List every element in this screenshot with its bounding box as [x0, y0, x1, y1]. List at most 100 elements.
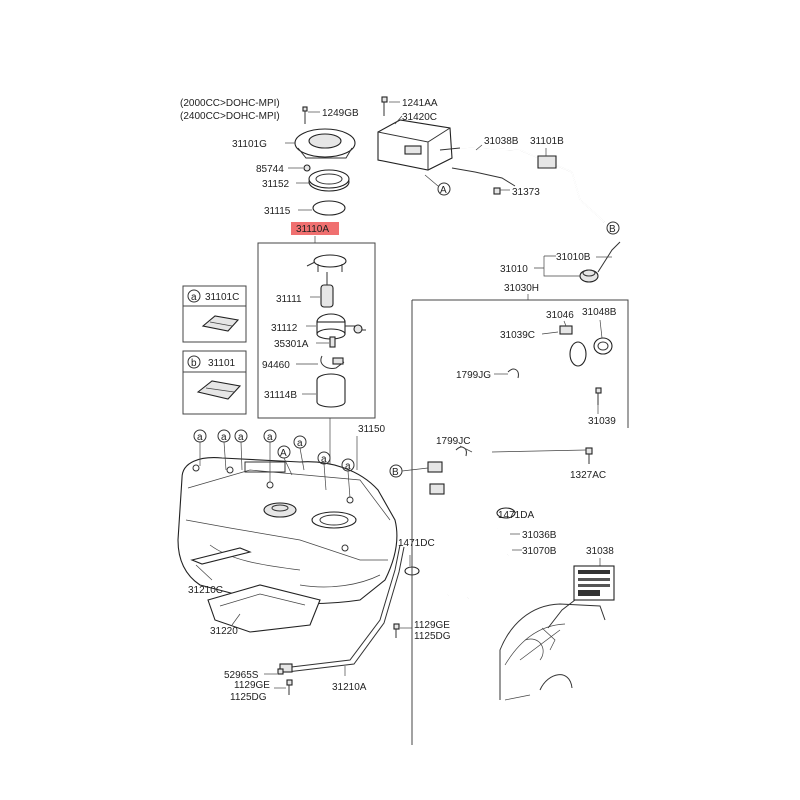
- tank-band-31210a: [279, 544, 405, 673]
- bolt-1129ge-1125dg-mid: [393, 623, 400, 638]
- label-31101c: 31101C: [205, 292, 239, 303]
- label-31115: 31115: [264, 206, 291, 217]
- label-1129ge-mid: 1129GE: [414, 620, 450, 631]
- label-31150: 31150: [358, 424, 386, 435]
- svg-text:A: A: [280, 448, 287, 459]
- label-1249gb: 1249GB: [322, 108, 359, 119]
- callout-b-filler: B: [389, 464, 429, 478]
- svg-text:A: A: [440, 185, 447, 196]
- label-31046: 31046: [546, 310, 574, 321]
- svg-text:B: B: [609, 224, 616, 235]
- clip-85744: [303, 164, 311, 172]
- lock-ring-31152: [308, 169, 350, 192]
- bracket-31101b: [537, 155, 557, 169]
- label-31373: 31373: [512, 187, 540, 198]
- bolt-52965s: [277, 668, 284, 675]
- engine-note-2400cc: (2400CC>DOHC-MPI): [180, 111, 280, 122]
- bolt-31039: [595, 387, 602, 405]
- tank-band-31210c: [190, 547, 252, 565]
- label-1471dc: 1471DC: [398, 538, 435, 549]
- label-31038b: 31038B: [484, 136, 519, 147]
- svg-text:a: a: [345, 461, 351, 472]
- hose-31070b: [464, 552, 512, 601]
- label-31112: 31112: [271, 323, 298, 334]
- label-1125dg-mid: 1125DG: [414, 631, 451, 642]
- label-31039: 31039: [588, 416, 616, 427]
- svg-text:a: a: [238, 432, 244, 443]
- label-35301a: 35301A: [274, 339, 309, 350]
- clip-1799jg: [507, 368, 519, 379]
- callout-b-canister: B: [606, 221, 620, 235]
- label-31114b: 31114B: [264, 390, 297, 401]
- legend-a-letter: a: [191, 292, 197, 303]
- label-31420c: 31420C: [402, 112, 437, 123]
- label-31210a: 31210A: [332, 682, 367, 693]
- highlight-31110a: [291, 222, 339, 235]
- label-31048b: 31048B: [582, 307, 617, 318]
- label-1799jg: 1799JG: [456, 370, 491, 381]
- label-31101: 31101: [208, 358, 236, 369]
- screw-1249gb: [302, 106, 308, 124]
- svg-text:a: a: [197, 432, 203, 443]
- label-1327ac: 1327AC: [570, 470, 606, 481]
- fuel-pump-assembly-box: [257, 242, 376, 419]
- label-31010b: 31010B: [556, 252, 591, 263]
- pump-body-31112: [316, 313, 366, 340]
- label-31010: 31010: [500, 264, 528, 275]
- canister-31420c: [377, 119, 461, 171]
- label-31101g: 31101G: [232, 139, 267, 150]
- svg-text:a: a: [221, 432, 227, 443]
- label-31070b: 31070B: [522, 546, 557, 557]
- label-1471da: 1471DA: [498, 510, 534, 521]
- label-1241aa: 1241AA: [402, 98, 438, 109]
- label-31111: 31111: [276, 294, 302, 305]
- fuel-pump-cover-31101g: [294, 128, 356, 159]
- label-1799jc: 1799JC: [436, 436, 470, 447]
- svg-text:B: B: [392, 467, 399, 478]
- vehicle-silhouette: [499, 599, 606, 701]
- label-52965s: 52965S: [224, 670, 259, 681]
- engine-note-2000cc: (2000CC>DOHC-MPI): [180, 98, 280, 109]
- vent-hose-31038b: [459, 147, 605, 223]
- label-31038: 31038: [586, 546, 614, 557]
- label-31220: 31220: [210, 626, 238, 637]
- bolt-1327ac: [585, 447, 593, 464]
- heat-shield-31220: [207, 584, 321, 633]
- filler-neck-box: [411, 299, 629, 745]
- label-31039c: 31039C: [500, 330, 535, 341]
- label-31030h: 31030H: [504, 283, 539, 294]
- bolt-1129ge-1125dg: [286, 679, 293, 695]
- sender-35301a: [329, 336, 336, 348]
- reservoir-31114b: [316, 373, 346, 408]
- label-31210c: 31210C: [188, 585, 223, 596]
- label-31101b: 31101B: [530, 136, 564, 147]
- clamp-1471da: [496, 507, 516, 519]
- caution-label-31038: [573, 565, 615, 601]
- label-31152: 31152: [262, 179, 290, 190]
- label-1129ge-bottom: 1129GE: [234, 680, 270, 691]
- gasket-31115: [312, 200, 346, 216]
- svg-text:a: a: [297, 438, 303, 449]
- legend-b-letter: b: [191, 358, 197, 369]
- svg-text:a: a: [267, 432, 273, 443]
- label-31110a[interactable]: 31110A: [296, 224, 329, 235]
- filler-neck-31030h: [427, 341, 587, 495]
- fuel-filter-31111: [320, 272, 334, 308]
- tank-callouts: a a a a A a a a: [193, 429, 355, 499]
- hose-31036b: [444, 527, 501, 596]
- bolt-1241aa: [381, 96, 388, 116]
- label-31036b: 31036B: [522, 530, 557, 541]
- vent-line-31373: [451, 167, 516, 195]
- label-94460: 94460: [262, 360, 290, 371]
- label-1125dg-bottom: 1125DG: [230, 692, 267, 703]
- pump-top-flange: [306, 254, 347, 272]
- wiring-94460: [320, 355, 345, 369]
- gasket-31048b: [593, 337, 613, 355]
- legend-box-b: b 31101: [182, 350, 247, 415]
- callout-a-canister: A: [424, 174, 451, 196]
- fuel-tank-31150: [177, 457, 398, 605]
- legend-box-a: a 31101C: [182, 285, 247, 343]
- svg-text:a: a: [321, 454, 327, 465]
- label-85744: 85744: [256, 164, 284, 175]
